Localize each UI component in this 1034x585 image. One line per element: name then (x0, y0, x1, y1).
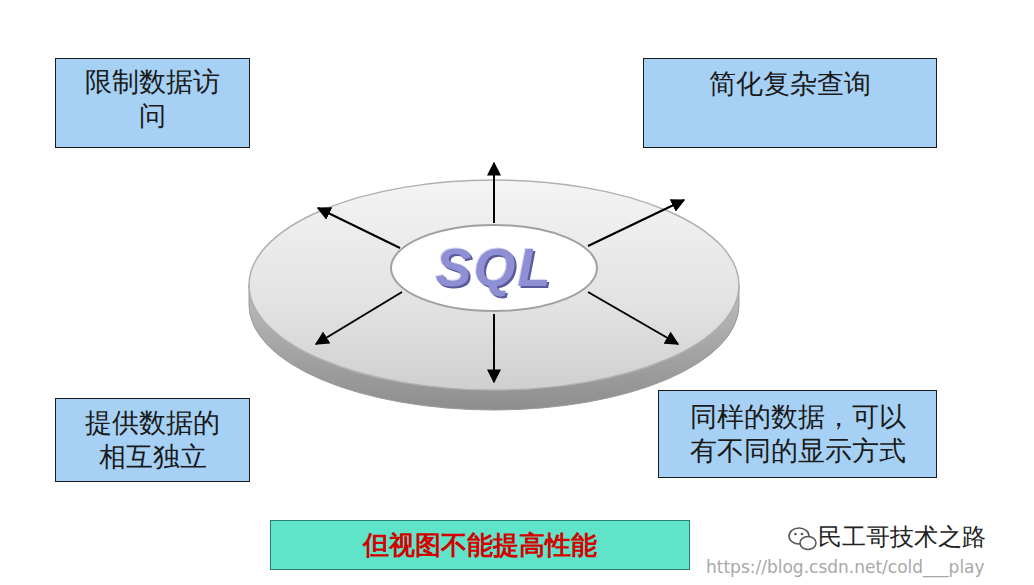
feature-box: 提供数据的相互独立 (55, 398, 250, 482)
box-label: 同样的数据，可以有不同的显示方式 (679, 400, 916, 468)
feature-box: 限制数据访问 (55, 58, 250, 148)
watermark-url: https://blog.csdn.net/cold___play (706, 558, 985, 577)
watermark-text: 民工哥技术之路 (818, 524, 986, 550)
feature-box: 简化复杂查询 (643, 58, 937, 148)
warning-box: 但视图不能提高性能 (270, 520, 690, 570)
box-label: 限制数据访问 (74, 65, 231, 133)
box-label: 简化复杂查询 (664, 67, 916, 101)
feature-box: 同样的数据，可以有不同的显示方式 (658, 390, 937, 478)
arrows (316, 163, 684, 382)
sql-label: SQL (389, 234, 599, 302)
box-label: 提供数据的相互独立 (74, 406, 231, 474)
sql-ellipse: SQL (389, 223, 599, 313)
box-label: 但视图不能提高性能 (285, 529, 675, 562)
wechat-icon (789, 528, 816, 550)
